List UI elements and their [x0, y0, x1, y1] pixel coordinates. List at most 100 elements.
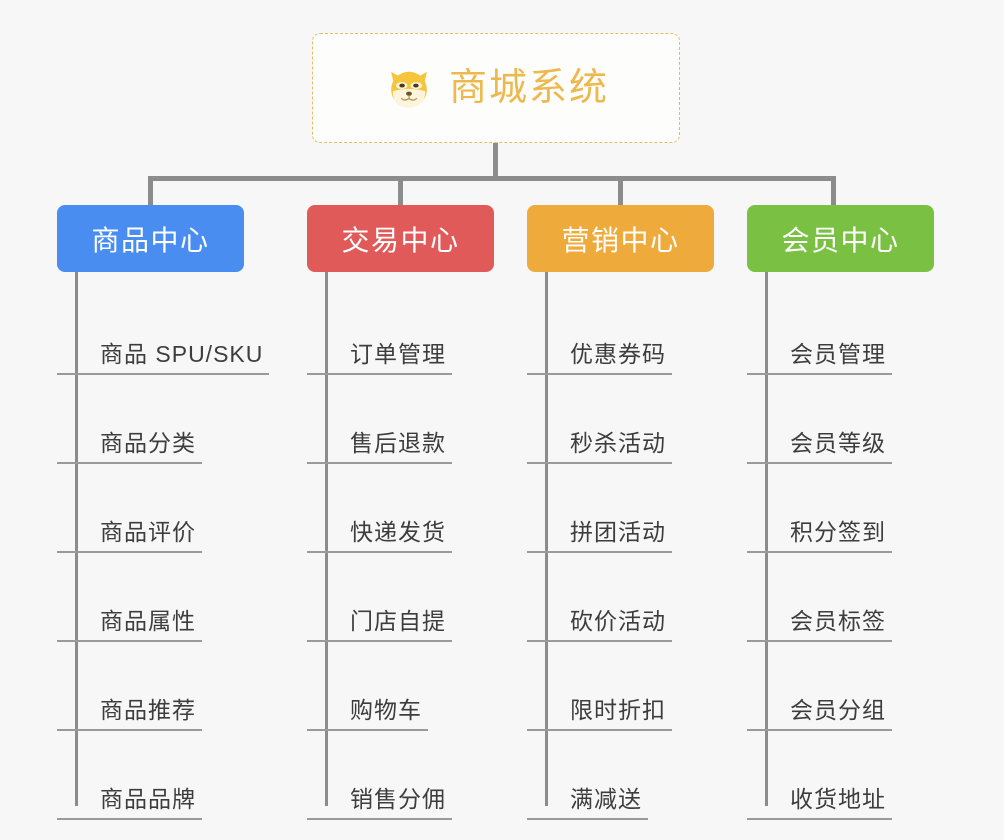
branch-spine-marketing-center: [545, 272, 548, 806]
leaf-item[interactable]: 收货地址: [747, 731, 967, 820]
leaf-underline: [307, 729, 428, 731]
leaf-label: 积分签到: [790, 518, 886, 545]
leaf-label: 销售分佣: [350, 785, 446, 812]
leaf-item[interactable]: 会员标签: [747, 553, 967, 642]
leaf-underline: [57, 373, 270, 375]
leaf-item[interactable]: 会员等级: [747, 375, 967, 464]
branch-member-center: 会员中心 会员管理 会员等级 积分签到 会员标签 会员分组: [747, 205, 967, 820]
leaf-label: 商品评价: [100, 518, 196, 545]
root-node-shop-system[interactable]: 商城系统: [312, 33, 680, 143]
branch-label: 商品中心: [91, 224, 210, 256]
leaf-underline: [747, 818, 892, 820]
connector-horizontal-bus: [148, 176, 836, 181]
leaf-item[interactable]: 秒杀活动: [527, 375, 747, 464]
connector-drop-2: [398, 176, 403, 207]
leaf-label: 收货地址: [790, 785, 886, 812]
leaf-label: 订单管理: [350, 340, 446, 367]
leaf-underline: [747, 551, 892, 553]
leaf-label: 购物车: [350, 696, 422, 723]
leaf-label: 会员等级: [790, 429, 886, 456]
leaf-item[interactable]: 砍价活动: [527, 553, 747, 642]
leaf-underline: [747, 462, 892, 464]
root-node-label: 商城系统: [448, 67, 609, 109]
leaf-list-trade-center: 订单管理 售后退款 快递发货 门店自提 购物车 销售分佣: [307, 272, 527, 820]
leaf-underline: [57, 640, 202, 642]
leaf-underline: [307, 462, 452, 464]
leaf-item[interactable]: 售后退款: [307, 375, 527, 464]
branch-label: 会员中心: [781, 224, 900, 256]
leaf-underline: [57, 818, 202, 820]
leaf-item[interactable]: 优惠券码: [527, 286, 747, 375]
leaf-label: 会员管理: [790, 340, 886, 367]
leaf-underline: [527, 640, 672, 642]
leaf-list-product-center: 商品 SPU/SKU 商品分类 商品评价 商品属性 商品推荐 商品品牌: [57, 272, 307, 820]
leaf-label: 门店自提: [350, 607, 446, 634]
leaf-label: 商品分类: [100, 429, 196, 456]
leaf-item[interactable]: 商品 SPU/SKU: [57, 286, 307, 375]
leaf-item[interactable]: 销售分佣: [307, 731, 527, 820]
branch-spine-product-center: [75, 272, 78, 806]
leaf-item[interactable]: 商品评价: [57, 464, 307, 553]
leaf-list-member-center: 会员管理 会员等级 积分签到 会员标签 会员分组 收货地址: [747, 272, 967, 820]
leaf-underline: [527, 462, 672, 464]
leaf-label: 会员标签: [790, 607, 886, 634]
leaf-label: 商品属性: [100, 607, 196, 634]
leaf-item[interactable]: 商品属性: [57, 553, 307, 642]
branch-label: 营销中心: [561, 224, 680, 256]
leaf-item[interactable]: 商品推荐: [57, 642, 307, 731]
leaf-list-marketing-center: 优惠券码 秒杀活动 拼团活动 砍价活动 限时折扣 满减送: [527, 272, 747, 820]
leaf-item[interactable]: 积分签到: [747, 464, 967, 553]
leaf-underline: [57, 729, 202, 731]
branch-spine-trade-center: [325, 272, 328, 806]
branch-marketing-center: 营销中心 优惠券码 秒杀活动 拼团活动 砍价活动 限时折扣: [527, 205, 747, 820]
leaf-underline: [57, 462, 202, 464]
branch-label: 交易中心: [341, 224, 460, 256]
leaf-item[interactable]: 商品品牌: [57, 731, 307, 820]
branch-spine-member-center: [765, 272, 768, 806]
leaf-underline: [307, 640, 452, 642]
leaf-underline: [527, 818, 648, 820]
branch-product-center: 商品中心 商品 SPU/SKU 商品分类 商品评价 商品属性 商品推荐: [57, 205, 307, 820]
leaf-underline: [307, 373, 452, 375]
branch-header-member-center[interactable]: 会员中心: [747, 205, 934, 272]
leaf-label: 商品品牌: [100, 785, 196, 812]
leaf-label: 商品推荐: [100, 696, 196, 723]
leaf-label: 快递发货: [350, 518, 446, 545]
leaf-item[interactable]: 订单管理: [307, 286, 527, 375]
leaf-underline: [747, 373, 892, 375]
leaf-underline: [527, 551, 672, 553]
leaf-underline: [307, 818, 452, 820]
leaf-item[interactable]: 限时折扣: [527, 642, 747, 731]
leaf-underline: [57, 551, 202, 553]
connector-drop-1: [148, 176, 153, 207]
leaf-label: 商品 SPU/SKU: [100, 340, 264, 367]
shiba-dog-face-icon: [391, 71, 427, 108]
connector-drop-4: [831, 176, 836, 207]
leaf-item[interactable]: 会员管理: [747, 286, 967, 375]
leaf-item[interactable]: 门店自提: [307, 553, 527, 642]
leaf-item[interactable]: 满减送: [527, 731, 747, 820]
leaf-item[interactable]: 拼团活动: [527, 464, 747, 553]
leaf-label: 满减送: [570, 785, 642, 812]
branch-trade-center: 交易中心 订单管理 售后退款 快递发货 门店自提 购物车: [307, 205, 527, 820]
branch-header-marketing-center[interactable]: 营销中心: [527, 205, 714, 272]
branch-header-product-center[interactable]: 商品中心: [57, 205, 244, 272]
leaf-underline: [747, 640, 892, 642]
leaf-item[interactable]: 商品分类: [57, 375, 307, 464]
leaf-item[interactable]: 购物车: [307, 642, 527, 731]
leaf-label: 优惠券码: [570, 340, 666, 367]
connector-drop-3: [618, 176, 623, 207]
leaf-label: 会员分组: [790, 696, 886, 723]
branch-header-trade-center[interactable]: 交易中心: [307, 205, 494, 272]
leaf-label: 秒杀活动: [570, 429, 666, 456]
leaf-underline: [527, 729, 672, 731]
leaf-item[interactable]: 会员分组: [747, 642, 967, 731]
leaf-label: 砍价活动: [570, 607, 666, 634]
leaf-underline: [527, 373, 672, 375]
leaf-item[interactable]: 快递发货: [307, 464, 527, 553]
connector-root-stem: [493, 143, 498, 179]
leaf-label: 拼团活动: [570, 518, 666, 545]
leaf-label: 售后退款: [350, 429, 446, 456]
leaf-underline: [747, 729, 892, 731]
